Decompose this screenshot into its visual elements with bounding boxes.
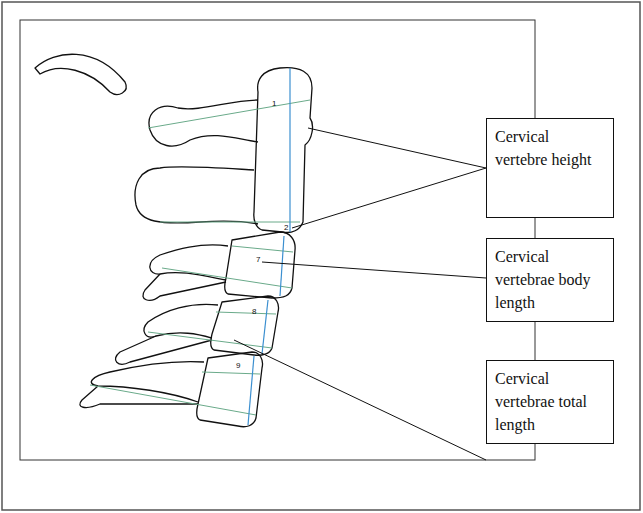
c2-posterior (135, 167, 258, 224)
c4-spinous (115, 336, 212, 364)
c4-total-line (148, 332, 272, 348)
c3-spinous (143, 274, 226, 300)
c4-body (211, 296, 279, 355)
callout-number: 7 (256, 256, 260, 264)
c3-body (225, 232, 295, 298)
c3-total-line (162, 268, 292, 288)
inner-frame (20, 20, 535, 460)
c5-arch (91, 362, 204, 402)
c4-height-line (262, 300, 268, 354)
mandible-outline (35, 54, 126, 94)
c5-body (197, 352, 263, 427)
c2-base-line (160, 222, 300, 223)
leader-line (262, 262, 486, 278)
c2-body (254, 68, 313, 233)
leader-line (308, 128, 486, 168)
c5-height-line (248, 356, 254, 425)
callout-text: Cervical vertebre height (495, 125, 605, 171)
c2-total-line (148, 100, 310, 128)
leader-line (292, 168, 486, 228)
leader-line (234, 340, 486, 460)
c5-spinous (80, 386, 198, 407)
callout-box: Cervical vertebrae total length (486, 360, 614, 444)
callout-number: 1 (272, 100, 276, 108)
height-line (289, 68, 290, 232)
callout-number: 8 (252, 308, 256, 316)
callout-box: Cervical vertebre height (486, 118, 614, 218)
callout-text: Cervical vertebrae body length (495, 245, 605, 315)
c5-body-line (202, 372, 260, 374)
c5-total-line (90, 385, 256, 415)
c3-arch (150, 245, 228, 280)
c1-arch (149, 100, 258, 146)
callout-number: 9 (236, 362, 240, 370)
callout-text: Cervical vertebrae total length (495, 367, 605, 437)
c3-height-line (280, 236, 284, 296)
callout-box: Cervical vertebrae body length (486, 238, 614, 322)
callout-number: 2 (284, 224, 288, 232)
